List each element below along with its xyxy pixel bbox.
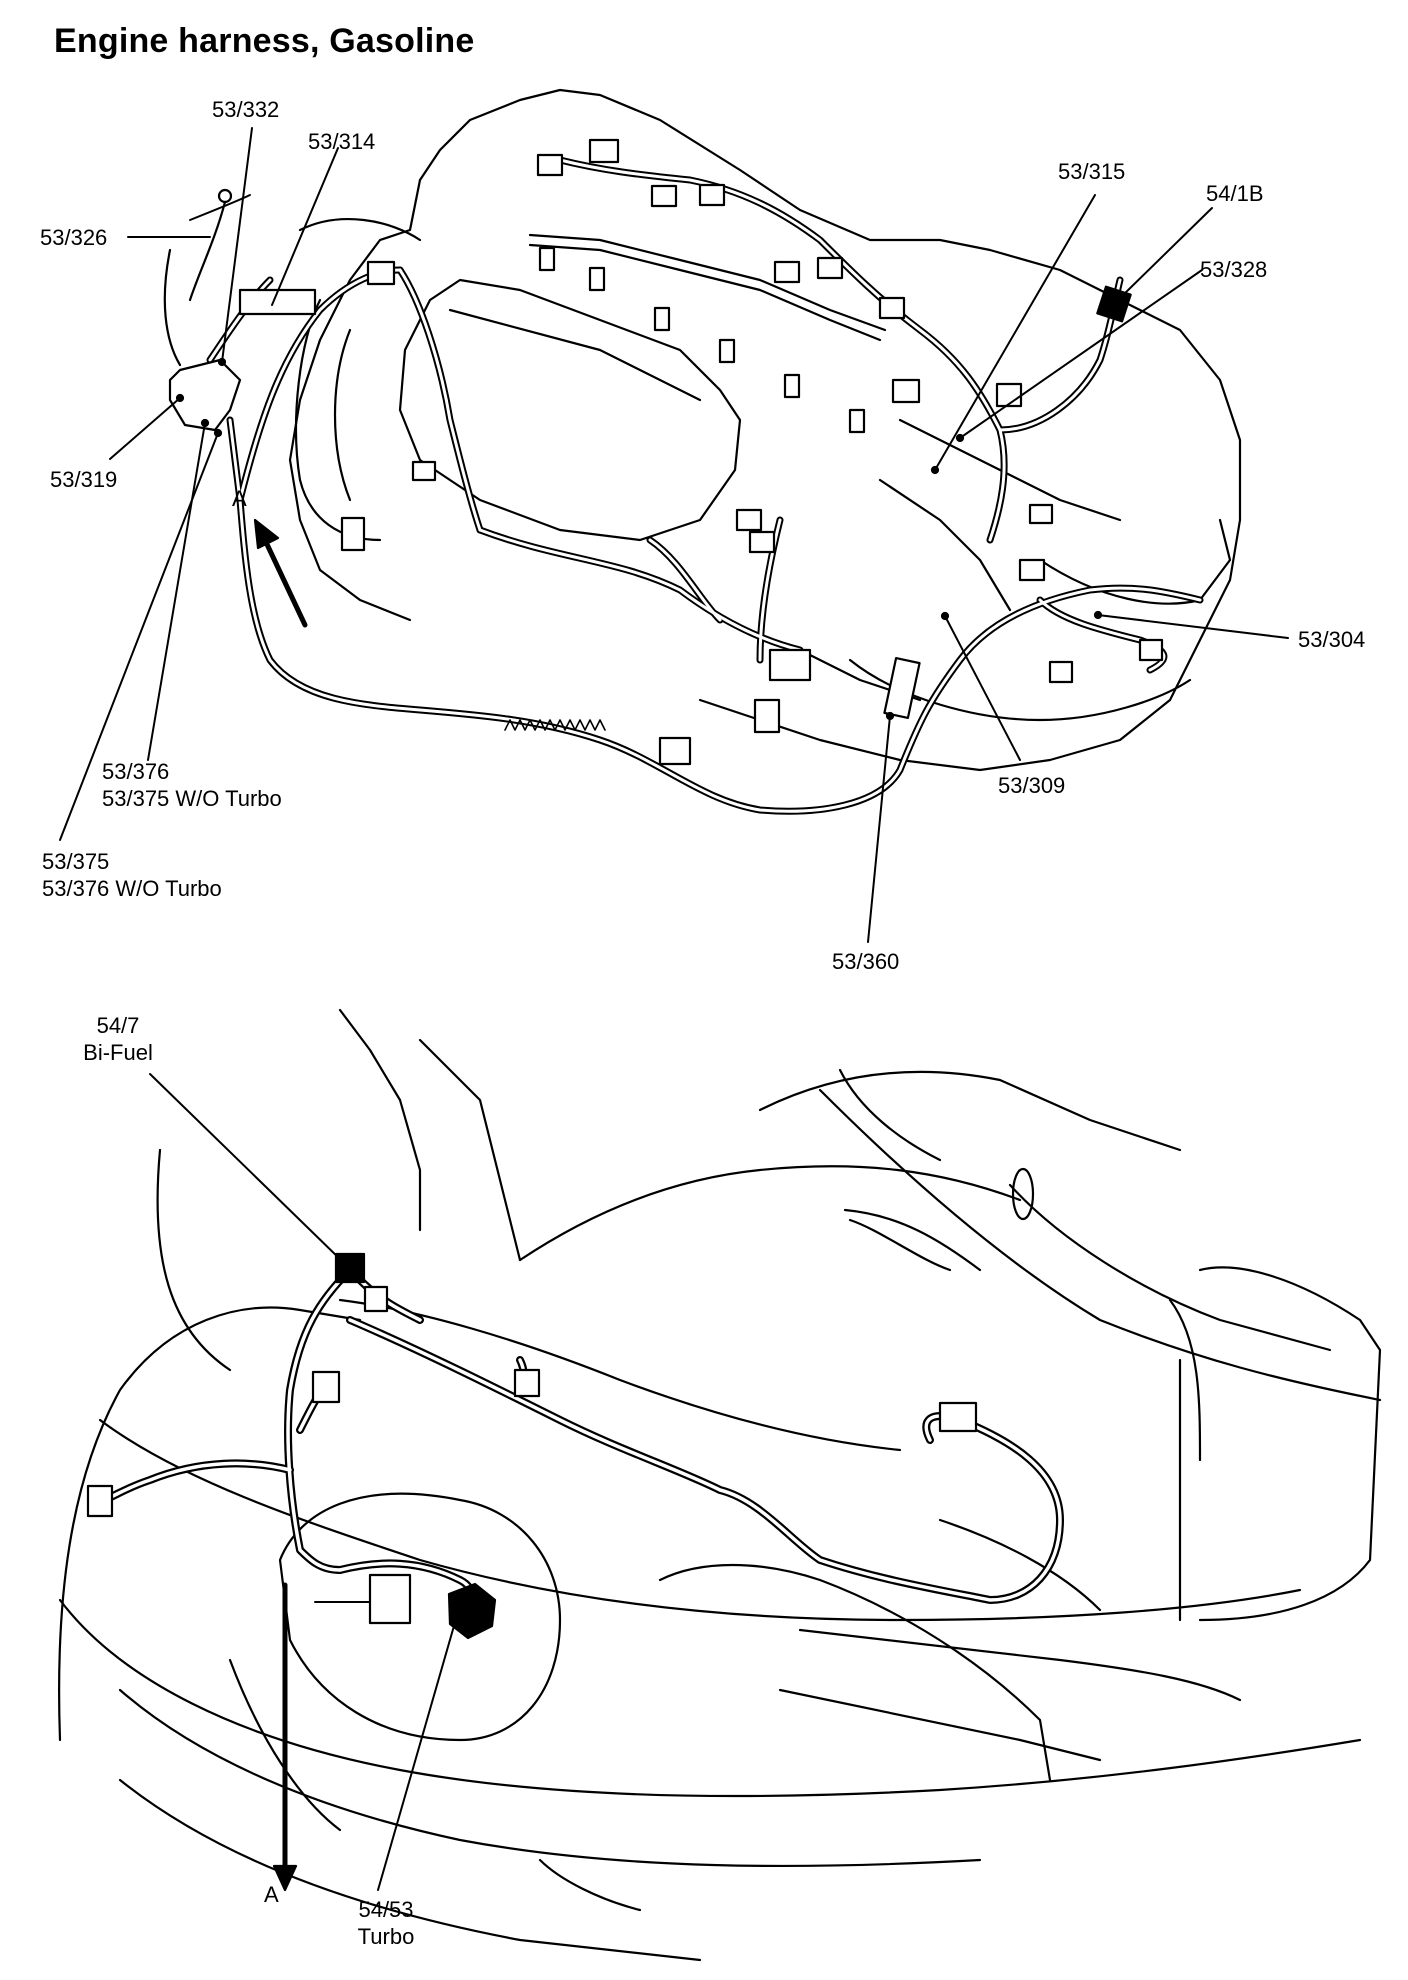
callout-label: 53/326 — [40, 225, 108, 250]
callout-note: 53/375 W/O Turbo — [102, 786, 282, 811]
callout-label: 53/319 — [50, 467, 118, 492]
engine-harness-wires-inner — [208, 158, 1202, 813]
callout-53-314: 53/314 — [308, 128, 375, 155]
hood-outline — [58, 1306, 362, 1742]
callout-label: 53/328 — [1200, 257, 1268, 282]
callout-note: Turbo — [357, 1924, 415, 1949]
connector-54-7 — [334, 1252, 366, 1284]
fuel-injectors — [538, 246, 866, 434]
callout-label: 53/360 — [832, 949, 900, 974]
callout-54-1b: 54/1B — [1206, 180, 1264, 207]
ground-terminal — [217, 188, 233, 204]
callout-label: 53/376 — [102, 759, 170, 784]
arrow-a-down — [272, 1582, 298, 1892]
callout-53-376: 53/376 53/375 W/O Turbo — [102, 758, 282, 812]
page-title: Engine harness, Gasoline — [54, 22, 475, 60]
callout-54-7: 54/7 Bi-Fuel — [64, 1012, 172, 1066]
callout-label: 53/314 — [308, 129, 376, 154]
callout-53-304: 53/304 — [1298, 626, 1365, 653]
callout-label: 53/332 — [212, 97, 280, 122]
callout-53-309: 53/309 — [998, 772, 1065, 799]
front-connectors — [86, 1285, 978, 1625]
callout-label: 53/375 — [42, 849, 110, 874]
callout-label: 54/53 — [358, 1897, 414, 1922]
front-harness-wires — [96, 1266, 1064, 1607]
grille — [278, 1492, 562, 1742]
callout-label: 53/304 — [1298, 627, 1366, 652]
front-harness-wires-inner — [98, 1268, 1062, 1605]
callout-label: 53/309 — [998, 773, 1066, 798]
engine-block-outline — [418, 88, 1242, 772]
callout-54-53: 54/53 Turbo — [336, 1896, 436, 1950]
callout-note: Bi-Fuel — [83, 1040, 153, 1065]
engine-illustration — [288, 88, 1242, 772]
callout-note: 53/376 W/O Turbo — [42, 876, 222, 901]
engine-connectors — [238, 138, 1164, 766]
callout-53-332: 53/332 — [212, 96, 279, 123]
connector-54-53 — [447, 1582, 497, 1640]
callout-53-360: 53/360 — [832, 948, 899, 975]
callout-label: 54/1B — [1206, 181, 1264, 206]
callout-label: 54/7 — [96, 1013, 140, 1038]
arrow-a-up — [253, 518, 308, 628]
callout-53-315: 53/315 — [1058, 158, 1125, 185]
leader-lines-bottom — [149, 1073, 461, 1891]
callout-label: 53/315 — [1058, 159, 1126, 184]
callout-53-319: 53/319 — [50, 466, 117, 493]
callout-53-326: 53/326 — [40, 224, 107, 251]
harness-bracket — [168, 358, 242, 432]
leader-dots-top — [175, 357, 1103, 721]
vehicle-front-illustration — [58, 1008, 1382, 1962]
arrow-label-a-bottom: A — [264, 1882, 279, 1907]
callout-53-375: 53/375 53/376 W/O Turbo — [42, 848, 222, 902]
fuel-rail — [528, 243, 882, 342]
arrow-label-a-top: A — [232, 486, 247, 511]
callout-53-328: 53/328 — [1200, 256, 1267, 283]
leader-lines-top — [59, 127, 1289, 943]
engine-harness-wires — [206, 156, 1204, 815]
valve-cover — [398, 278, 742, 542]
corrugated-conduit — [504, 719, 606, 731]
